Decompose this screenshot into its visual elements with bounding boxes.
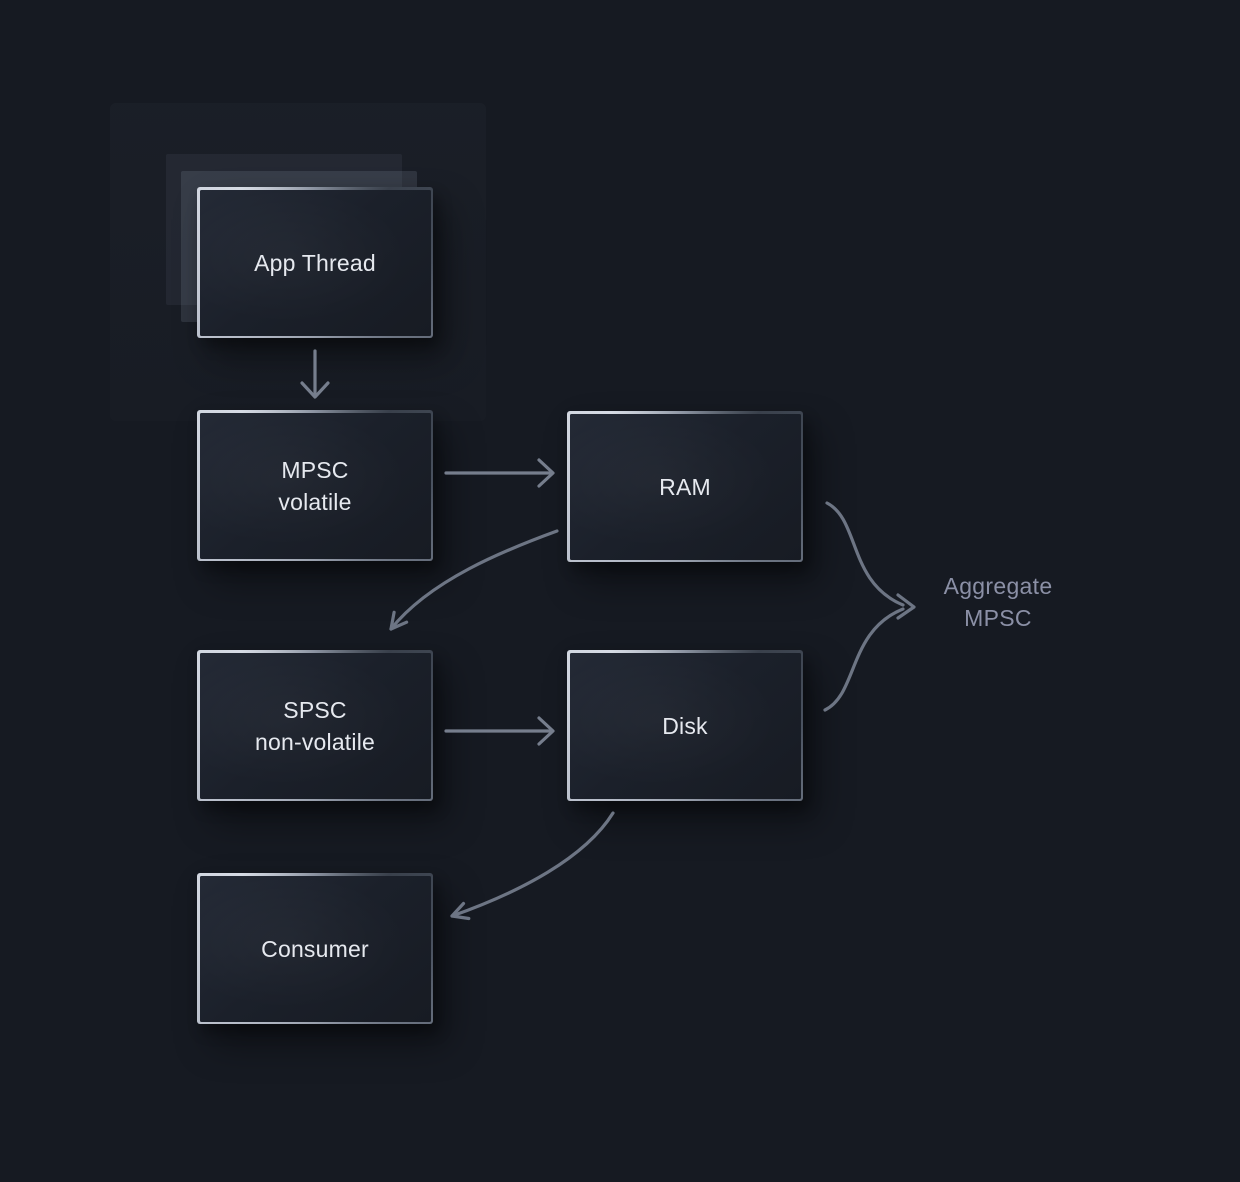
aggregate-mpsc-line2: MPSC <box>964 605 1032 631</box>
node-ram-label: RAM <box>659 473 711 500</box>
node-disk: Disk <box>567 650 803 801</box>
node-disk-label: Disk <box>662 712 708 739</box>
node-consumer: Consumer <box>197 873 433 1024</box>
node-app-thread-label: App Thread <box>254 249 376 276</box>
arrow-spsc-to-disk-icon <box>444 716 555 746</box>
node-mpsc-volatile-label-line1: MPSC <box>281 456 349 483</box>
node-app-thread: App Thread <box>197 187 433 338</box>
arrow-disk-to-consumer-icon <box>450 811 615 921</box>
aggregate-mpsc-line1: Aggregate <box>943 573 1053 599</box>
node-spsc-non-volatile: SPSC non-volatile <box>197 650 433 801</box>
node-mpsc-volatile-label-line2: volatile <box>278 488 352 515</box>
arrow-mpsc-to-ram-icon <box>444 458 555 488</box>
aggregate-mpsc-annotation: Aggregate MPSC <box>902 570 1094 634</box>
node-consumer-label: Consumer <box>261 935 369 962</box>
arrow-merge-to-aggregate-mpsc-icon <box>823 501 916 712</box>
node-mpsc-volatile: MPSC volatile <box>197 410 433 561</box>
node-spsc-label-line2: non-volatile <box>254 728 376 755</box>
node-ram: RAM <box>567 411 803 562</box>
node-spsc-label-line1: SPSC <box>283 696 347 723</box>
